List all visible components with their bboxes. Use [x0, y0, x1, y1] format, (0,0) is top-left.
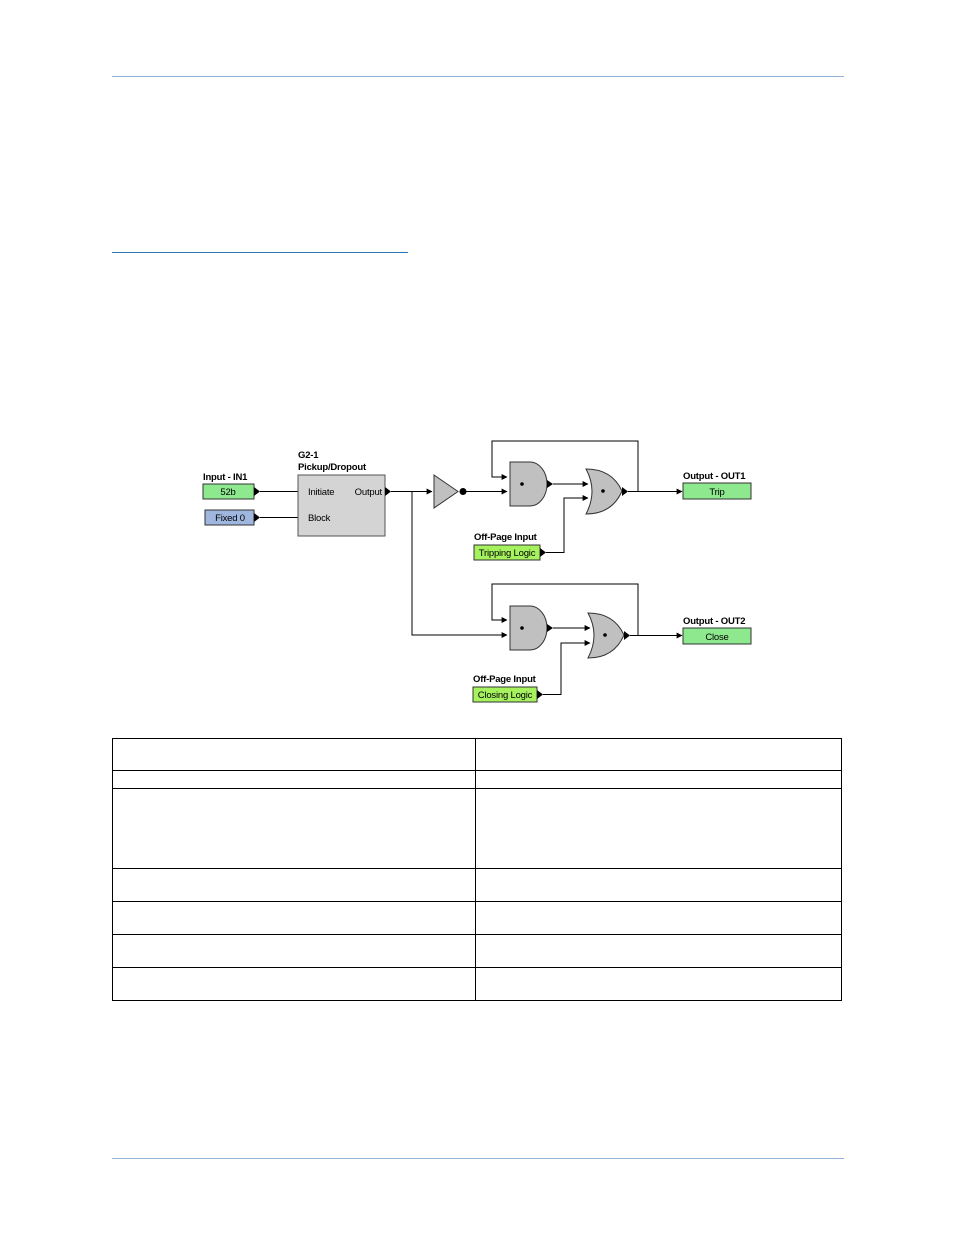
- wire-timer-to-and2: [411, 491, 508, 638]
- and-gate-2[interactable]: [509, 605, 548, 651]
- table-row: [112, 934, 842, 968]
- timer-title-line1: G2-1: [298, 450, 319, 461]
- table-cell: [475, 770, 842, 789]
- input-in1-value: 52b: [220, 487, 235, 498]
- table-cell: [475, 967, 842, 1001]
- fixed-0-port: [254, 513, 260, 522]
- table-cell: [475, 934, 842, 968]
- table-cell: [475, 788, 842, 869]
- input-in1-title: Input - IN1: [203, 472, 248, 483]
- table-cell: [112, 967, 476, 1001]
- table-cell: [112, 738, 476, 771]
- out2-title: Output - OUT2: [683, 616, 745, 627]
- offpage-trip-title: Off-Page Input: [474, 532, 538, 543]
- table-cell: [112, 788, 476, 869]
- and-gate-1-port: [547, 480, 553, 488]
- offpage-close-port: [537, 690, 543, 699]
- out2-value: Close: [705, 632, 728, 643]
- input-in1-port: [254, 487, 260, 496]
- table-row: [112, 901, 842, 935]
- timer-title-line2: Pickup/Dropout: [298, 462, 367, 473]
- wire-feedback-1: [491, 440, 639, 492]
- wire-feedback-2: [491, 583, 639, 636]
- table-cell: [112, 901, 476, 935]
- and-gate-1[interactable]: [509, 461, 548, 507]
- timer-output-label: Output: [355, 487, 383, 498]
- offpage-close-title: Off-Page Input: [473, 674, 537, 685]
- table-cell: [475, 901, 842, 935]
- out1-value: Trip: [709, 487, 724, 498]
- settings-table: [112, 738, 842, 1001]
- not-gate-bubble: [459, 488, 467, 495]
- wire-close-to-or2: [543, 640, 591, 695]
- timer-initiate-label: Initiate: [308, 487, 334, 498]
- table-row: [112, 788, 842, 869]
- footer-rule: [112, 1158, 844, 1159]
- timer-block[interactable]: [297, 474, 386, 537]
- table-cell: [475, 868, 842, 902]
- fixed-0-value: Fixed 0: [215, 513, 245, 524]
- out1-title: Output - OUT1: [683, 471, 746, 482]
- offpage-close-value: Closing Logic: [478, 690, 533, 701]
- hyperlink-underline[interactable]: [112, 252, 408, 253]
- and-gate-1-dot: [520, 482, 524, 486]
- and-gate-2-dot: [520, 626, 524, 630]
- offpage-trip-port: [540, 548, 546, 557]
- table-cell: [475, 738, 842, 771]
- header-rule: [112, 76, 844, 77]
- table-row: [112, 770, 842, 789]
- table-cell: [112, 934, 476, 968]
- offpage-trip-value: Tripping Logic: [479, 548, 536, 559]
- out2-box[interactable]: [682, 627, 752, 645]
- table-row: [112, 967, 842, 1001]
- table-row: [112, 738, 842, 771]
- timer-block-label: Block: [308, 513, 331, 524]
- or-gate-2-port: [624, 631, 630, 640]
- or-gate-1-port: [622, 487, 628, 496]
- table-cell: [112, 770, 476, 789]
- out1-box[interactable]: [682, 482, 752, 500]
- table-row: [112, 868, 842, 902]
- or-gate-2-dot: [603, 633, 607, 637]
- not-gate[interactable]: [433, 474, 459, 509]
- table-cell: [112, 868, 476, 902]
- and-gate-2-port: [547, 624, 553, 632]
- timer-output-port: [385, 487, 391, 496]
- wire-trip-to-or1: [546, 495, 589, 553]
- or-gate-1-dot: [601, 489, 605, 493]
